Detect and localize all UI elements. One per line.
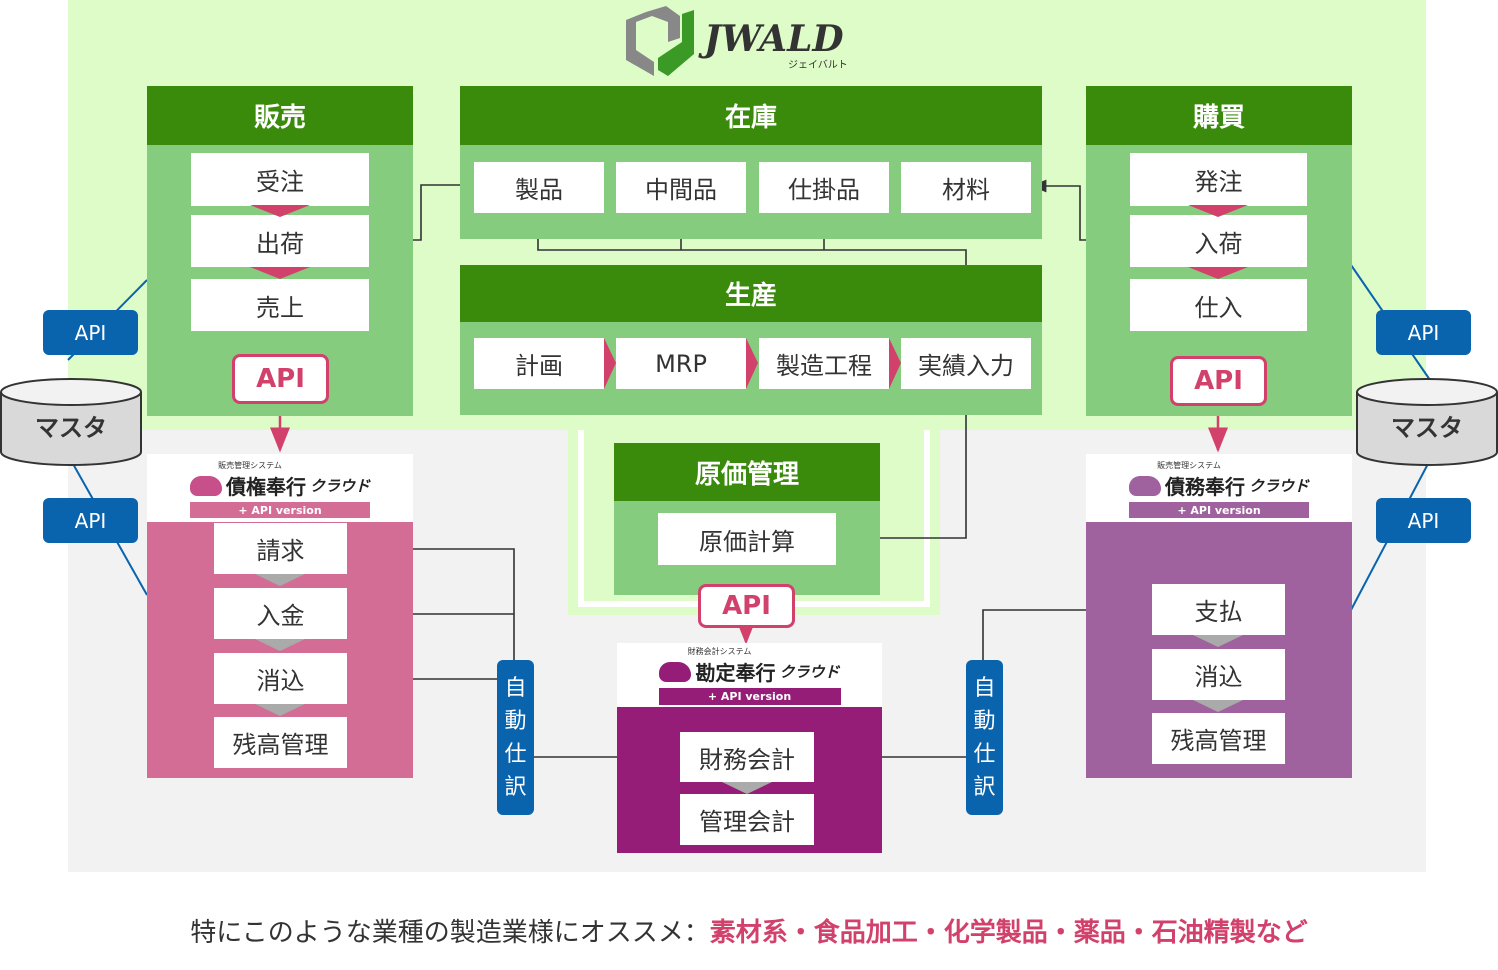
sales-flow-chevrons bbox=[250, 205, 310, 279]
footer-caption: 特にこのような業種の製造業様にオススメ：素材系・食品加工・化学製品・薬品・石油精… bbox=[0, 912, 1498, 949]
left-master-label: マスタ bbox=[35, 414, 107, 442]
purchase-item-receipt: 入荷 bbox=[1130, 215, 1307, 267]
accounting-logo-card: 財務会計システム 勘定奉行 クラウド + API version bbox=[617, 643, 882, 707]
right-auto-journal-char-2: 動 bbox=[973, 708, 996, 734]
accounting-item-financial: 財務会計 bbox=[680, 732, 814, 782]
right-master-label: マスタ bbox=[1391, 414, 1463, 442]
receivable-flow-chevrons bbox=[255, 574, 305, 716]
right-auto-journal-char-1: 自 bbox=[973, 675, 996, 701]
left-auto-journal-label: 自 動 仕 訳 bbox=[497, 660, 534, 815]
left-master-api-badge-bottom: API bbox=[43, 498, 138, 543]
receivable-logo-card: 販売管理システム 債権奉行 クラウド + API version bbox=[147, 454, 413, 522]
left-auto-journal-char-2: 動 bbox=[504, 708, 527, 734]
payable-item-payment: 支払 bbox=[1152, 584, 1285, 635]
accounting-version-bar: + API version bbox=[658, 688, 841, 705]
jwald-logo-reading: ジェイバルト bbox=[788, 60, 848, 71]
right-auto-journal-label: 自 動 仕 訳 bbox=[966, 660, 1003, 815]
payable-item-balance: 残高管理 bbox=[1152, 713, 1285, 764]
purchase-item-order: 発注 bbox=[1130, 153, 1307, 206]
cost-api-badge: API bbox=[698, 584, 795, 628]
payable-logo-caption: 販売管理システム bbox=[1157, 461, 1221, 470]
receivable-item-balance: 残高管理 bbox=[214, 717, 347, 768]
accounting-logo: 勘定奉行 クラウド bbox=[659, 657, 840, 686]
accounting-flow-chevron bbox=[722, 782, 772, 794]
payable-logo-suffix: クラウド bbox=[1248, 477, 1309, 495]
sales-item-shipment: 出荷 bbox=[191, 215, 369, 267]
cost-title: 原価管理 bbox=[614, 443, 880, 501]
left-auto-journal-char-1: 自 bbox=[504, 675, 527, 701]
purchase-api-badge: API bbox=[1170, 356, 1267, 406]
left-auto-journal-char-3: 仕 bbox=[504, 741, 527, 767]
production-item-plan: 計画 bbox=[474, 338, 604, 389]
accounting-logo-suffix: クラウド bbox=[779, 663, 840, 681]
sales-api-badge: API bbox=[232, 354, 329, 404]
cost-item-calculation: 原価計算 bbox=[658, 513, 836, 565]
left-master-database-icon bbox=[0, 378, 142, 466]
receivable-logo-suffix: クラウド bbox=[309, 477, 370, 495]
payable-item-reconcile: 消込 bbox=[1152, 649, 1285, 700]
production-item-mrp: MRP bbox=[616, 338, 746, 389]
payable-version-bar: + API version bbox=[1129, 502, 1309, 518]
purchase-flow-chevrons bbox=[1188, 205, 1248, 279]
receivable-logo-name: 債権奉行 bbox=[225, 475, 306, 499]
payable-cloud-icon bbox=[1128, 475, 1161, 496]
purchase-item-purchase: 仕入 bbox=[1130, 279, 1307, 331]
receivable-version-bar: + API version bbox=[190, 502, 370, 518]
inventory-item-product: 製品 bbox=[474, 162, 604, 213]
receivable-logo: 債権奉行 クラウド bbox=[189, 471, 370, 500]
payable-logo-card: 販売管理システム 債務奉行 クラウド + API version bbox=[1086, 454, 1352, 522]
left-master-api-badge-top: API bbox=[43, 310, 138, 355]
accounting-item-management: 管理会計 bbox=[680, 794, 814, 845]
sales-title: 販売 bbox=[147, 86, 413, 145]
payable-flow-chevrons bbox=[1193, 635, 1243, 712]
inventory-title: 在庫 bbox=[460, 86, 1042, 145]
footer-prefix: 特にこのような業種の製造業様にオススメ： bbox=[190, 918, 710, 948]
left-auto-journal-char-4: 訳 bbox=[504, 774, 527, 800]
sales-item-sales: 売上 bbox=[191, 279, 369, 331]
production-title: 生産 bbox=[460, 265, 1042, 322]
accounting-cloud-icon bbox=[659, 661, 692, 682]
inventory-item-wip: 仕掛品 bbox=[759, 162, 889, 213]
receivable-logo-caption: 販売管理システム bbox=[218, 461, 282, 470]
purchase-title: 購買 bbox=[1086, 86, 1352, 145]
inventory-item-intermediate: 中間品 bbox=[616, 162, 746, 213]
right-master-database-icon bbox=[1356, 378, 1498, 466]
receivable-item-payment: 入金 bbox=[214, 588, 347, 639]
receivable-cloud-icon bbox=[189, 475, 222, 496]
production-item-actual: 実績入力 bbox=[901, 338, 1031, 389]
production-item-process: 製造工程 bbox=[759, 338, 889, 389]
production-flow-chevrons bbox=[604, 338, 901, 389]
jwald-logo: JWALD ジェイバルト bbox=[620, 6, 860, 80]
receivable-item-reconcile: 消込 bbox=[214, 653, 347, 704]
jwald-logo-name: JWALD bbox=[704, 18, 844, 60]
accounting-logo-caption: 財務会計システム bbox=[687, 647, 752, 656]
right-master-api-badge-top: API bbox=[1376, 310, 1471, 355]
sales-item-order: 受注 bbox=[191, 153, 369, 206]
receivable-item-billing: 請求 bbox=[214, 523, 347, 574]
jwald-logo-icon bbox=[626, 6, 694, 76]
right-master-api-badge-bottom: API bbox=[1376, 498, 1471, 543]
right-auto-journal-char-3: 仕 bbox=[973, 741, 996, 767]
accounting-logo-name: 勘定奉行 bbox=[695, 661, 776, 685]
right-auto-journal-char-4: 訳 bbox=[973, 774, 996, 800]
footer-highlight: 素材系・食品加工・化学製品・薬品・石油精製など bbox=[709, 918, 1308, 948]
payable-logo: 債務奉行 クラウド bbox=[1128, 471, 1309, 500]
payable-logo-name: 債務奉行 bbox=[1164, 475, 1245, 499]
inventory-item-material: 材料 bbox=[901, 162, 1031, 213]
